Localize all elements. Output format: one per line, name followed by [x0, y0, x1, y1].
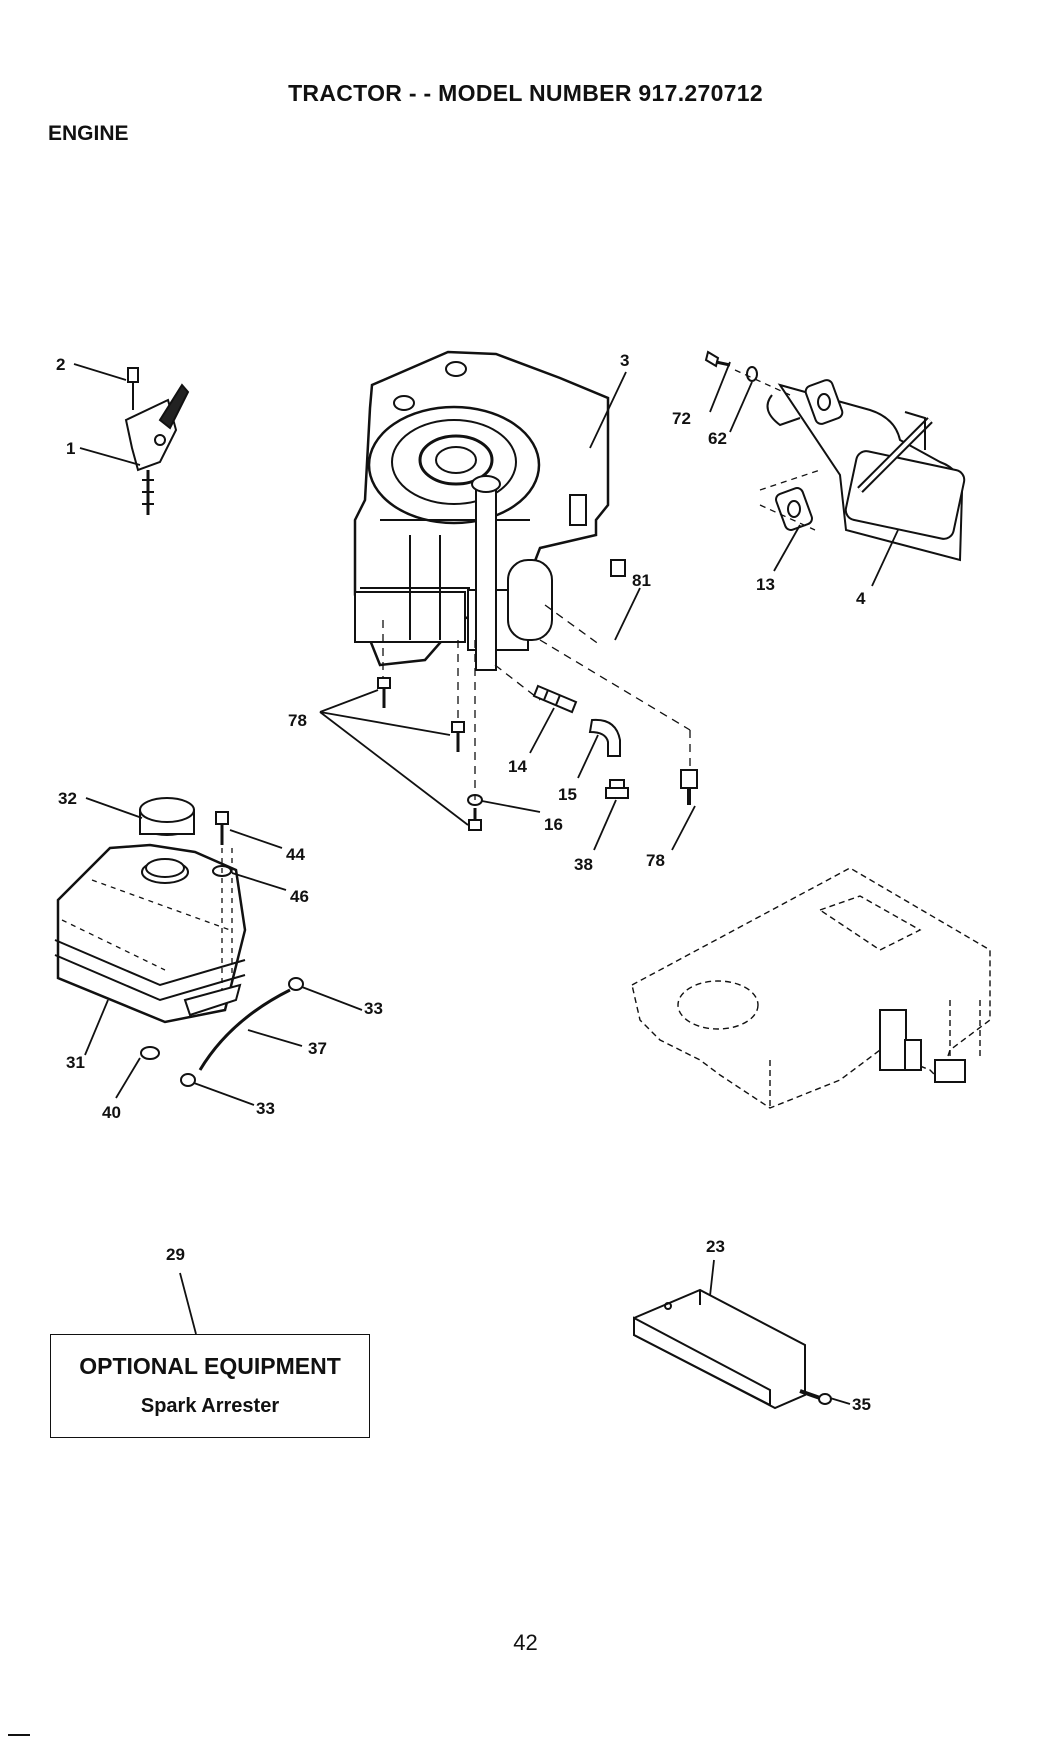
throttle-control-drawing	[126, 368, 188, 515]
optional-equipment-heading: OPTIONAL EQUIPMENT	[51, 1353, 369, 1380]
callout-81: 81	[632, 572, 651, 589]
callout-4: 4	[856, 590, 865, 607]
callout-29: 29	[166, 1246, 185, 1263]
page-number: 42	[0, 1630, 1051, 1656]
callout-72: 72	[672, 410, 691, 427]
optional-equipment-item: Spark Arrester	[51, 1395, 369, 1418]
callout-78-left: 78	[288, 712, 307, 729]
engine-drawing	[355, 352, 608, 670]
callout-35: 35	[852, 1396, 871, 1413]
callout-46: 46	[290, 888, 309, 905]
callout-32: 32	[58, 790, 77, 807]
callout-44: 44	[286, 846, 305, 863]
callout-3: 3	[620, 352, 629, 369]
callout-2: 2	[56, 356, 65, 373]
callout-16: 16	[544, 816, 563, 833]
callout-33-lower: 33	[256, 1100, 275, 1117]
callout-78-right: 78	[646, 852, 665, 869]
callout-14: 14	[508, 758, 527, 775]
callout-62: 62	[708, 430, 727, 447]
cover-plate-drawing	[634, 1290, 831, 1408]
frame-brackets-drawing	[880, 1010, 965, 1082]
fuel-tank-drawing	[55, 798, 303, 1086]
callout-15: 15	[558, 786, 577, 803]
callout-13: 13	[756, 576, 775, 593]
optional-equipment-box: OPTIONAL EQUIPMENT Spark Arrester	[50, 1334, 370, 1438]
callout-40: 40	[102, 1104, 121, 1121]
callout-23: 23	[706, 1238, 725, 1255]
muffler-drawing	[706, 352, 966, 560]
page-edge-mark	[8, 1734, 30, 1736]
callout-38: 38	[574, 856, 593, 873]
callout-37: 37	[308, 1040, 327, 1057]
callout-1: 1	[66, 440, 75, 457]
callout-31: 31	[66, 1054, 85, 1071]
callout-33-upper: 33	[364, 1000, 383, 1017]
